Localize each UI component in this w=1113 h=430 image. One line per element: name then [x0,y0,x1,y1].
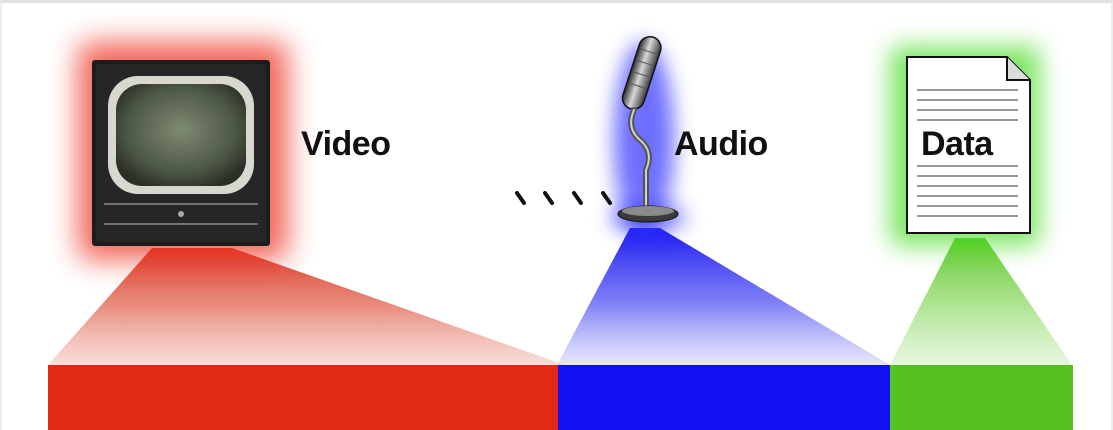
audio-label: Audio [674,125,768,164]
data-beam [890,238,1072,365]
audio-channel-bar [558,365,891,430]
video-label: Video [301,125,390,164]
video-beam [48,248,565,365]
sound-wave-ticks [517,193,610,203]
data-channel-bar [890,365,1073,430]
video-channel-bar [48,365,560,430]
audio-beam [557,228,890,365]
television-icon [78,42,288,260]
data-label: Data [921,125,993,164]
